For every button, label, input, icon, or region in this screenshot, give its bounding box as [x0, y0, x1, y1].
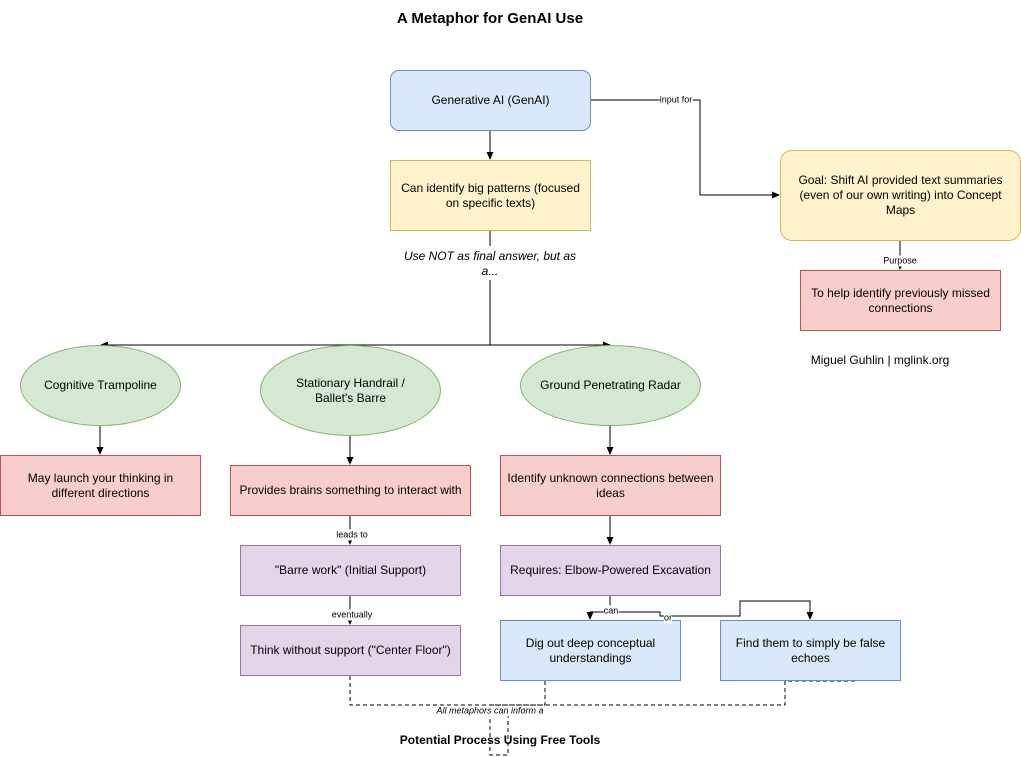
node-goal: Goal: Shift AI provided text summaries (… [780, 150, 1021, 241]
edge-label-eventually: eventually [331, 609, 373, 621]
edge-dig-process [490, 681, 546, 706]
node-dig: Dig out deep conceptual understandings [500, 620, 681, 681]
footer-title: Potential Process Using Free Tools [399, 733, 601, 747]
edge-label-leads-to: leads to [336, 529, 368, 541]
node-think: Think without support ("Center Floor") [240, 625, 461, 676]
node-launch: May launch your thinking in different di… [0, 455, 201, 516]
credit-text: Miguel Guhlin | mglink.org [810, 352, 950, 367]
node-missed: To help identify previously missed conne… [800, 270, 1001, 331]
node-echoes: Find them to simply be false echoes [720, 620, 901, 681]
node-brains: Provides brains something to interact wi… [230, 465, 471, 516]
node-use-not: Use NOT as final answer, but as a... [395, 248, 585, 280]
edge-echoes-process [490, 680, 855, 706]
edge-label-or: or [663, 612, 673, 624]
node-barre-work: "Barre work" (Initial Support) [240, 545, 461, 596]
edge-label-all-metaphors: All metaphors can inform a [436, 705, 544, 717]
node-radar: Ground Penetrating Radar [520, 345, 701, 426]
edge-process-stub [489, 705, 509, 756]
node-requires: Requires: Elbow-Powered Excavation [500, 545, 721, 596]
node-patterns: Can identify big patterns (focused on sp… [390, 160, 591, 231]
node-trampoline: Cognitive Trampoline [20, 345, 181, 426]
node-handrail: Stationary Handrail / Ballet's Barre [260, 345, 441, 436]
edge-think-process [349, 676, 490, 706]
edge-label-can: can [603, 605, 619, 617]
edge-requires-echoes [610, 600, 814, 620]
node-genai: Generative AI (GenAI) [390, 70, 591, 131]
edge-label-purpose: Purpose [883, 255, 917, 267]
edge-genai-goal [591, 99, 780, 199]
diagram-title: A Metaphor for GenAI Use [396, 10, 584, 27]
edge-label-input-for: input for [659, 94, 693, 106]
edge-requires-dig [586, 596, 611, 620]
node-unknown: Identify unknown connections between ide… [500, 455, 721, 516]
